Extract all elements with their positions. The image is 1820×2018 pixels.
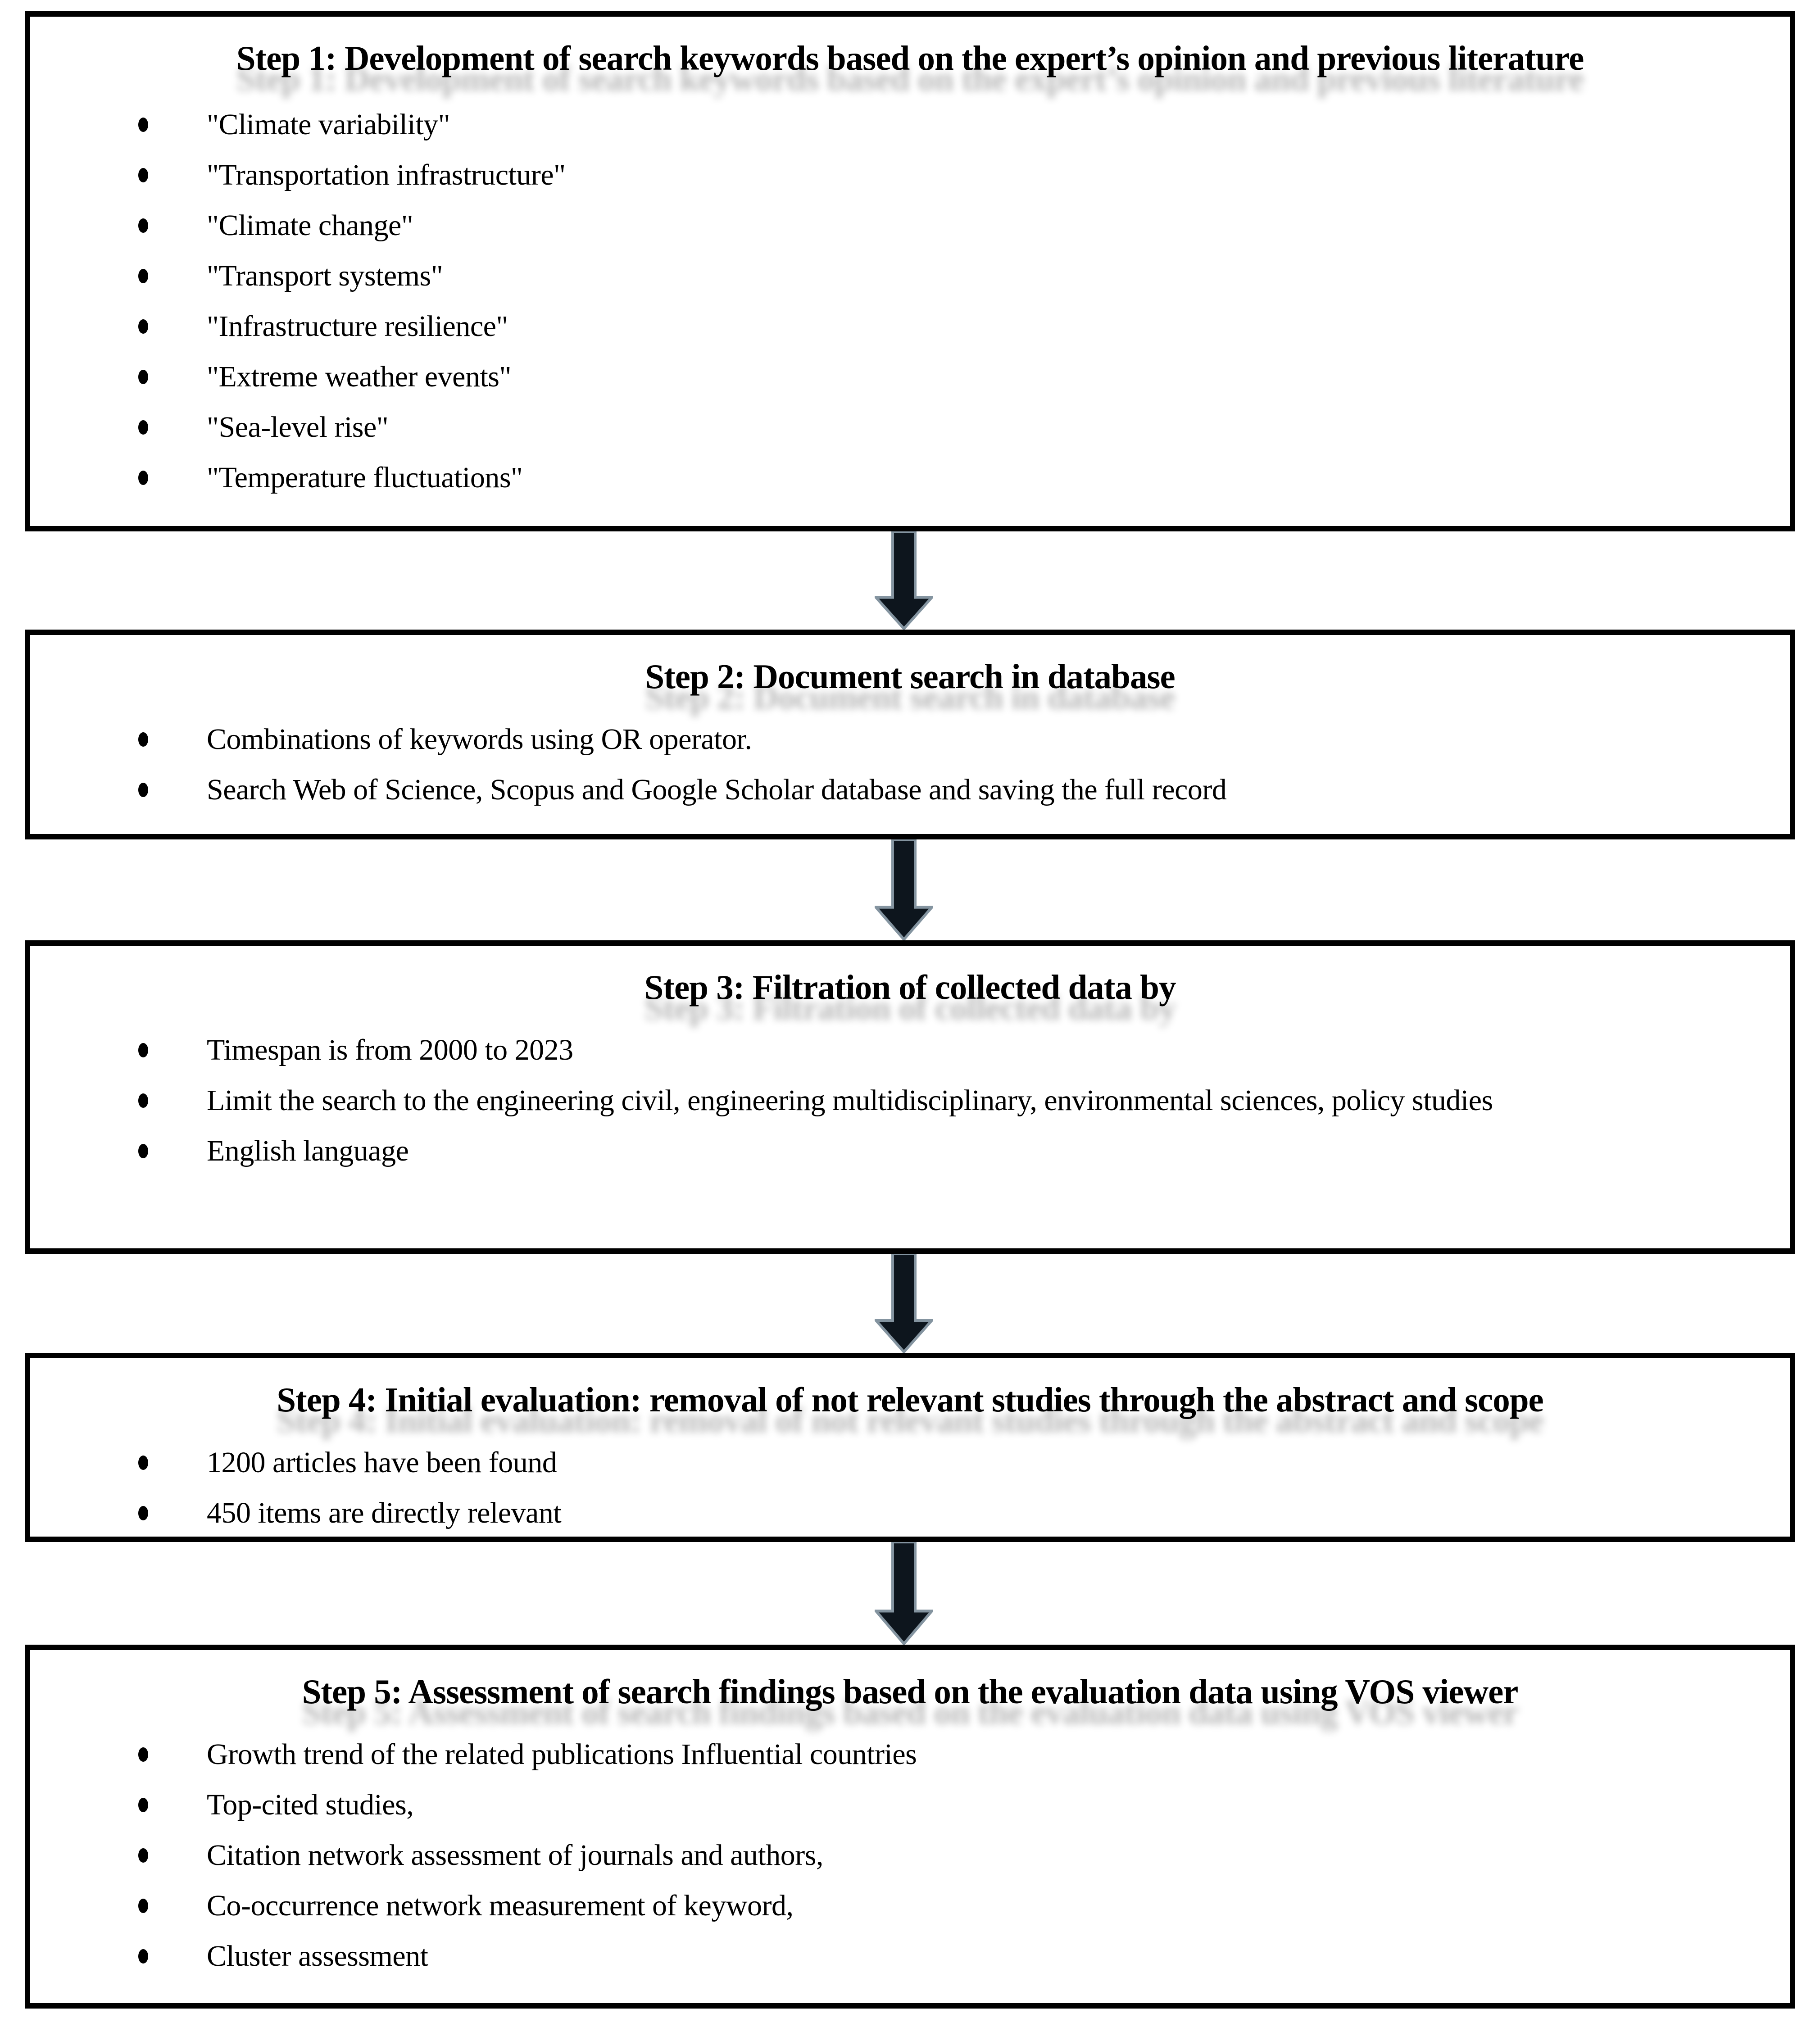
step-4-title: Step 4: Initial evaluation: removal of n… [277, 1380, 1544, 1419]
bullet-dot-icon [138, 319, 148, 334]
bullet-dot-icon [138, 1144, 148, 1158]
bullet-text: Timespan is from 2000 to 2023 [207, 1034, 573, 1066]
bullet-text: Cluster assessment [207, 1940, 428, 1973]
bullet-item: Timespan is from 2000 to 2023 [66, 1033, 1754, 1067]
arrow-down-icon [875, 1542, 933, 1645]
bullet-item: "Climate variability" [66, 108, 1754, 142]
bullet-dot-icon [138, 269, 148, 283]
step-2-box: Step 2: Document search in database Comb… [25, 630, 1795, 839]
step-5-bullets: Growth trend of the related publications… [66, 1737, 1754, 1973]
bullet-item: "Climate change" [66, 209, 1754, 243]
bullet-text: "Sea-level rise" [207, 411, 389, 444]
bullet-dot-icon [138, 370, 148, 384]
bullet-dot-icon [138, 783, 148, 797]
step-4-bullets: 1200 articles have been found 450 items a… [66, 1446, 1754, 1530]
bullet-text: "Transport systems" [207, 259, 443, 292]
bullet-item: Citation network assessment of journals … [66, 1838, 1754, 1873]
bullet-item: Top-cited studies, [66, 1788, 1754, 1822]
bullet-dot-icon [138, 732, 148, 747]
bullet-text: Growth trend of the related publications… [207, 1738, 917, 1771]
step-1-bullets: "Climate variability" "Transportation inf… [66, 108, 1754, 495]
bullet-text: "Climate change" [207, 209, 413, 242]
bullet-text: 450 items are directly relevant [207, 1496, 562, 1529]
bullet-dot-icon [138, 1798, 148, 1812]
bullet-text: "Climate variability" [207, 108, 450, 141]
bullet-item: "Extreme weather events" [66, 360, 1754, 394]
step-1-title: Step 1: Development of search keywords b… [236, 39, 1584, 77]
bullet-item: 1200 articles have been found [66, 1446, 1754, 1480]
bullet-text: "Temperature fluctuations" [207, 461, 523, 494]
bullet-text: "Extreme weather events" [207, 360, 511, 393]
bullet-item: "Transport systems" [66, 259, 1754, 293]
bullet-item: Cluster assessment [66, 1939, 1754, 1973]
bullet-item: Co-occurrence network measurement of key… [66, 1889, 1754, 1923]
bullet-text: Combinations of keywords using OR operat… [207, 723, 752, 756]
arrow-down-icon [875, 839, 933, 940]
bullet-dot-icon [138, 168, 148, 182]
step-4-box: Step 4: Initial evaluation: removal of n… [25, 1353, 1795, 1542]
bullet-item: English language [66, 1134, 1754, 1168]
bullet-text: 1200 articles have been found [207, 1446, 557, 1479]
bullet-dot-icon [138, 1899, 148, 1913]
bullet-item: Growth trend of the related publications… [66, 1737, 1754, 1772]
bullet-dot-icon [138, 118, 148, 132]
bullet-text: Search Web of Science, Scopus and Google… [207, 773, 1227, 806]
bullet-item: 450 items are directly relevant [66, 1496, 1754, 1530]
step-3-title: Step 3: Filtration of collected data by [644, 968, 1176, 1007]
bullet-item: Search Web of Science, Scopus and Google… [66, 773, 1754, 807]
bullet-text: Co-occurrence network measurement of key… [207, 1889, 794, 1922]
step-2-title: Step 2: Document search in database [645, 657, 1175, 696]
arrow-down-icon [875, 531, 933, 630]
bullet-text: Limit the search to the engineering civi… [207, 1084, 1493, 1117]
step-2-bullets: Combinations of keywords using OR operat… [66, 722, 1754, 807]
bullet-dot-icon [138, 1456, 148, 1470]
bullet-item: Combinations of keywords using OR operat… [66, 722, 1754, 757]
bullet-dot-icon [138, 1848, 148, 1863]
bullet-dot-icon [138, 1506, 148, 1520]
bullet-item: "Transportation infrastructure" [66, 158, 1754, 192]
bullet-dot-icon [138, 218, 148, 233]
bullet-dot-icon [138, 1093, 148, 1108]
bullet-text: Top-cited studies, [207, 1788, 414, 1821]
step-5-title: Step 5: Assessment of search findings ba… [302, 1672, 1519, 1711]
bullet-dot-icon [138, 1043, 148, 1057]
arrow-down-icon [875, 1254, 933, 1353]
step-3-box: Step 3: Filtration of collected data by … [25, 940, 1795, 1254]
bullet-text: "Infrastructure resilience" [207, 310, 508, 343]
bullet-dot-icon [138, 420, 148, 435]
bullet-item: "Infrastructure resilience" [66, 309, 1754, 344]
step-1-box: Step 1: Development of search keywords b… [25, 11, 1795, 531]
bullet-dot-icon [138, 1747, 148, 1762]
bullet-text: Citation network assessment of journals … [207, 1839, 823, 1872]
bullet-text: English language [207, 1134, 409, 1167]
bullet-dot-icon [138, 1949, 148, 1964]
bullet-text: "Transportation infrastructure" [207, 159, 566, 191]
bullet-item: "Sea-level rise" [66, 410, 1754, 444]
bullet-item: Limit the search to the engineering civi… [66, 1084, 1754, 1118]
bullet-dot-icon [138, 471, 148, 485]
bullet-item: "Temperature fluctuations" [66, 461, 1754, 495]
step-5-box: Step 5: Assessment of search findings ba… [25, 1645, 1795, 2009]
